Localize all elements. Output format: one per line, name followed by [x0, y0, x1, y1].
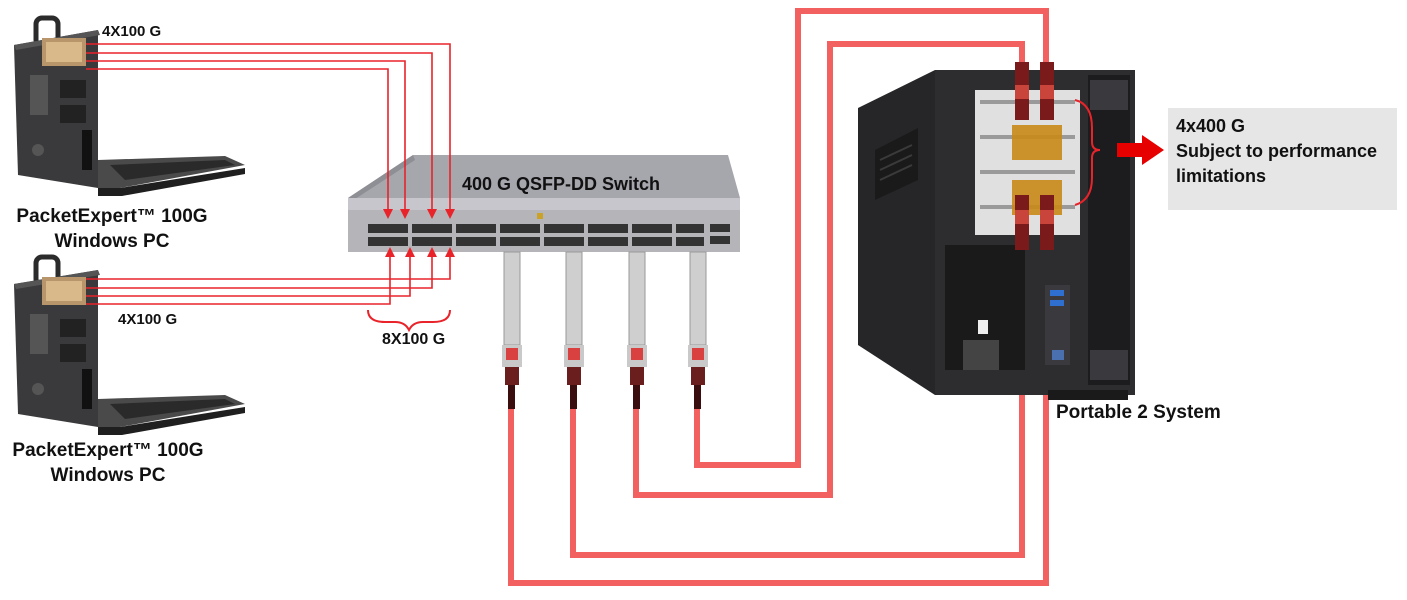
- bottom-link-label: 4X100 G: [118, 311, 178, 328]
- laptop-top: [14, 15, 245, 196]
- device-1-label: PacketExpert™ 100G Windows PC: [16, 204, 207, 254]
- cards-brace: [1074, 99, 1101, 206]
- transceivers: [502, 251, 708, 409]
- switch-bundle-label: 8X100 G: [382, 331, 446, 348]
- device-1-name: PacketExpert™ 100G: [16, 206, 208, 227]
- thin-links: [86, 43, 451, 305]
- device-2-os: Windows PC: [50, 465, 166, 486]
- switch-name-label: 400 G QSFP-DD Switch: [462, 174, 661, 194]
- note-line-2: Subject to performance: [1176, 141, 1378, 161]
- qsfp-dd-switch: [348, 155, 740, 252]
- performance-note: 4x400 G Subject to performance limitatio…: [1168, 108, 1397, 210]
- device-1-os: Windows PC: [54, 231, 170, 252]
- ports-brace: [367, 309, 451, 333]
- cable-3: [633, 41, 1025, 498]
- laptop-bottom: [14, 254, 245, 435]
- system-name-label: Portable 2 System: [1056, 402, 1221, 423]
- note-line-1: 4x400 G: [1176, 116, 1246, 136]
- cable-4: [694, 8, 1049, 468]
- link-arrowheads: [383, 209, 455, 257]
- portable-system: [858, 62, 1135, 400]
- top-link-label: 4X100 G: [102, 23, 162, 40]
- device-2-name: PacketExpert™ 100G: [12, 440, 204, 461]
- note-line-3: limitations: [1176, 166, 1267, 186]
- device-2-label: PacketExpert™ 100G Windows PC: [12, 438, 203, 488]
- output-arrow: [1117, 135, 1164, 165]
